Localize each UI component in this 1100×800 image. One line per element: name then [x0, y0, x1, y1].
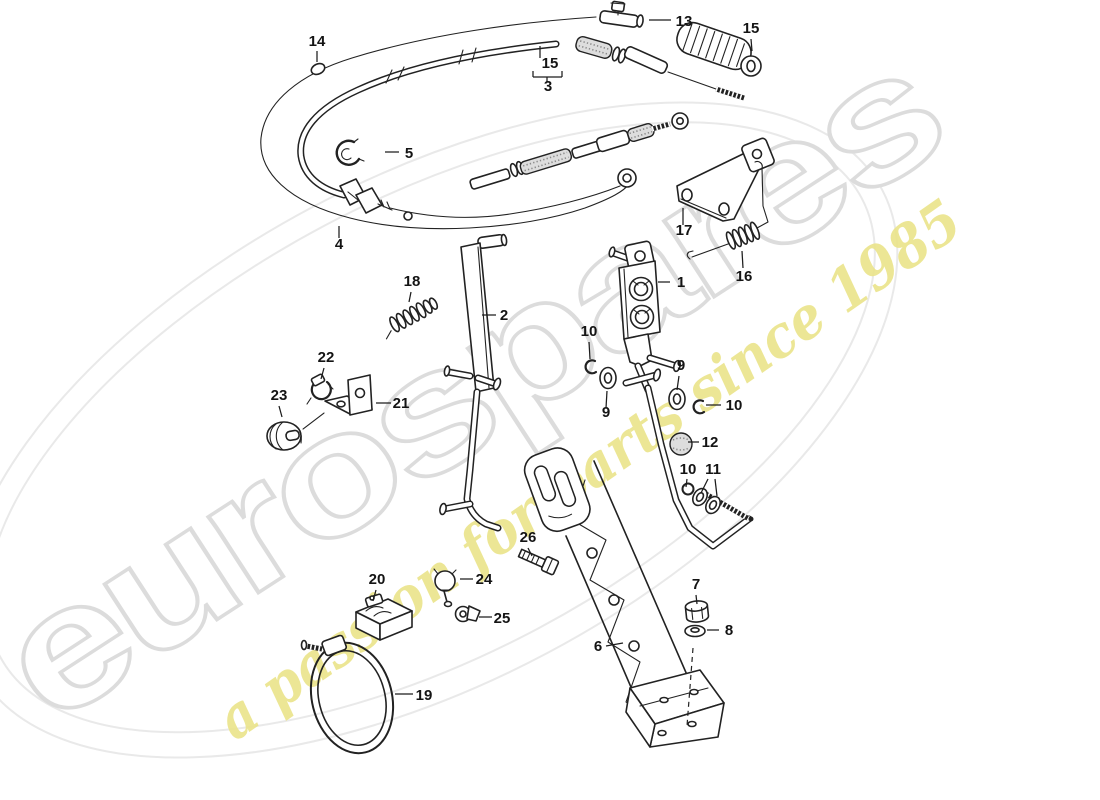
wire-bead: [403, 211, 413, 221]
part-label-3: 3: [544, 78, 552, 95]
part-label-19: 19: [416, 687, 433, 704]
leader-line-11: [714, 478, 718, 497]
accelerator-pedal-6: [523, 447, 725, 748]
grommet-23: [266, 421, 302, 451]
leader-line-20: [372, 589, 377, 602]
part-label-11: 11: [705, 461, 721, 478]
part-label-17: 17: [676, 222, 693, 239]
retaining-clip-5: [335, 138, 365, 166]
bolt-26: [517, 548, 560, 576]
mounting-bracket-1: [608, 240, 682, 394]
part-label-26: 26: [520, 529, 537, 546]
grip-sleeve: [519, 148, 573, 175]
sheath-coupler-ticks: [385, 47, 477, 84]
rod-ring-10: [681, 482, 695, 496]
leader-line-26: [527, 547, 533, 557]
cable-boot-15: [676, 21, 762, 77]
part-label-4: 4: [335, 236, 344, 253]
cable-end-clamp-13: [599, 0, 644, 28]
pedal-pad: [523, 447, 591, 533]
support-bracket-17: [676, 137, 775, 222]
intermediate-lever-2: [439, 233, 508, 532]
part-label-10: 10: [726, 397, 743, 414]
leader-line-9: [676, 375, 680, 391]
leader-line-22: [320, 367, 325, 380]
accelerator-rod: [644, 384, 754, 550]
leader-line-10: [588, 341, 591, 360]
cable-wire-loop: [260, 16, 630, 230]
bracket-pin: [608, 246, 616, 258]
part-label-22: 22: [318, 349, 335, 366]
part-label-18: 18: [404, 273, 421, 290]
part-label-14: 14: [309, 33, 326, 50]
leader-line-6: [605, 642, 624, 647]
part-label-24: 24: [476, 571, 493, 588]
barrel-fitting: [595, 129, 631, 153]
part-label-21: 21: [393, 395, 410, 412]
leader-line-9: [605, 390, 608, 409]
leader-line-15: [750, 38, 753, 52]
inner-wire: [389, 185, 621, 218]
leader-line-10: [685, 478, 688, 488]
e-ring-right: [692, 399, 706, 415]
leader-line-7: [695, 594, 698, 605]
part-label-15: 15: [743, 20, 760, 37]
part-label-10: 10: [581, 323, 598, 340]
ref-bracket-15-3: [532, 71, 563, 82]
clamp-24: [433, 568, 457, 608]
part-label-6: 6: [594, 638, 602, 655]
part-label-20: 20: [369, 571, 386, 588]
part-label-2: 2: [500, 307, 508, 324]
part-label-9: 9: [677, 357, 685, 374]
part-label-7: 7: [692, 576, 700, 593]
leader-line-16: [741, 250, 744, 269]
assembly-axis: [686, 647, 694, 727]
pointer-line: [302, 412, 325, 430]
angle-bracket-21: [302, 374, 373, 430]
pivot-pin-and-bushings: [584, 359, 706, 456]
part-label-9: 9: [602, 404, 610, 421]
part-label-15: 15: [542, 55, 559, 72]
cable-grommet-14: [310, 62, 326, 76]
e-ring-left: [584, 359, 598, 375]
watermark-swoosh: [0, 101, 899, 759]
part-label-1: 1: [677, 274, 685, 291]
leader-line-23: [278, 405, 283, 418]
cable-locknut-hex: [355, 187, 383, 214]
cable-guide-block-20: [355, 593, 413, 641]
pedal-base: [625, 669, 725, 748]
part-label-25: 25: [494, 610, 511, 627]
leader-line-18: [408, 291, 412, 303]
return-spring-16: [686, 160, 769, 260]
part-label-5: 5: [405, 145, 413, 162]
part-label-10: 10: [680, 461, 697, 478]
hose-clamp-19: [300, 634, 395, 755]
leader-line-11: [700, 478, 709, 494]
nut-7: [684, 600, 710, 623]
tension-spring-18: [385, 297, 439, 340]
cable-coupler: [575, 36, 613, 59]
pivot-pin: [652, 368, 662, 382]
part-label-12: 12: [702, 434, 719, 451]
part-label-8: 8: [725, 622, 733, 639]
link-tube: [469, 168, 511, 190]
washer-8: [684, 624, 706, 638]
part-label-16: 16: [736, 268, 753, 285]
part-label-13: 13: [676, 13, 693, 30]
clip-25: [454, 605, 481, 623]
throttle-cable-assembly: [260, 0, 762, 230]
damper-ball-12: [669, 432, 693, 456]
part-label-23: 23: [271, 387, 288, 404]
